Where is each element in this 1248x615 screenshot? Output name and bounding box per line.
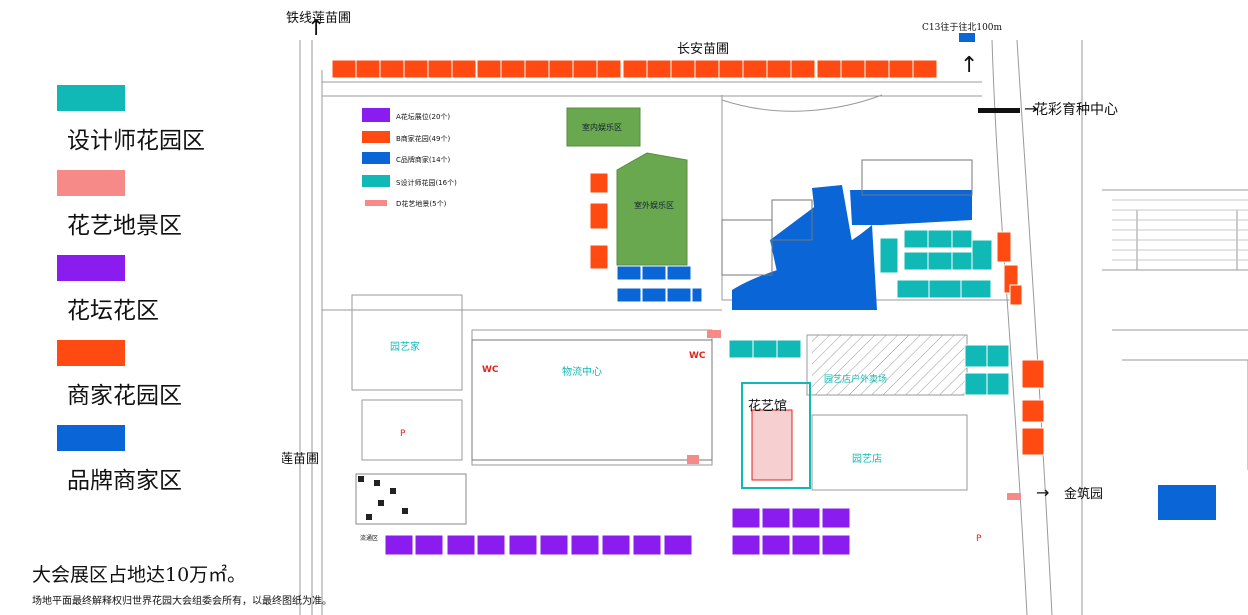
c13-marker — [959, 33, 975, 42]
inner-legend-swatch — [362, 131, 390, 143]
legend: 设计师花园区 花艺地景区 花坛花区 商家花园区 品牌商家区 — [55, 85, 285, 510]
store-outdoor-label: 园艺店户外卖场 — [824, 373, 887, 385]
merchant-booths-right-lower — [1021, 359, 1045, 456]
flower-bed-row-bottom — [384, 534, 693, 556]
parking-label-2: P — [976, 534, 982, 544]
inner-legend: A花坛展位(20个) B商家花园(49个) C品牌商家(14个) S设计师花园(… — [362, 108, 457, 208]
legend-swatch-designer-garden — [57, 85, 125, 111]
inner-legend-swatch — [365, 200, 387, 206]
up-arrow-icon: ↑ — [307, 16, 325, 41]
inner-legend-label: A花坛展位(20个) — [396, 112, 450, 121]
right-arrow-icon: → — [1024, 99, 1037, 118]
flower-bed-block — [731, 507, 851, 556]
legend-swatch-brand-merchant — [57, 425, 125, 451]
outdoor-play-label: 室外娱乐区 — [634, 200, 674, 210]
building-linework — [721, 159, 973, 276]
wc-label-2: WC — [689, 351, 706, 361]
flower-hall-interior — [751, 409, 793, 481]
inner-legend-label: S设计师花园(16个) — [396, 178, 457, 187]
logistics-label: 物流中心 — [562, 365, 602, 378]
right-upper-label: 花彩育种中心 — [1034, 102, 1118, 118]
up-arrow-icon: ↑ — [960, 53, 978, 78]
seating-area — [355, 473, 467, 525]
brand-zone-d — [850, 190, 972, 225]
area-note: 大会展区占地达10万㎡。 — [32, 564, 247, 586]
inner-legend-label: D花艺地景(5个) — [396, 199, 447, 208]
outdoor-play-area — [616, 152, 688, 266]
garden-home-label: 园艺家 — [390, 340, 420, 353]
top-right-label: C13往于往北100m — [922, 21, 1003, 33]
merchant-booths-right-upper — [996, 231, 1023, 306]
inner-legend-swatch — [362, 108, 390, 122]
parking-label-1: P — [400, 429, 406, 439]
brand-zone-c — [732, 225, 877, 310]
logistics-center — [471, 339, 713, 461]
inner-legend-swatch — [362, 175, 390, 187]
legend-item-brand-merchant: 品牌商家区 — [55, 425, 285, 510]
top-center-label: 长安苗圃 — [677, 42, 729, 57]
floral-landscape-marker — [707, 330, 721, 338]
legend-item-designer-garden: 设计师花园区 — [55, 85, 285, 170]
legend-label: 商家花园区 — [67, 383, 182, 409]
legend-item-floral-landscape: 花艺地景区 — [55, 170, 285, 255]
right-arrow-icon: → — [1036, 483, 1049, 502]
merchant-booths-top — [331, 59, 938, 79]
seating-grid — [358, 476, 408, 520]
designer-gardens-middle — [728, 339, 1010, 396]
legend-swatch-floral-landscape — [57, 170, 125, 196]
legend-item-merchant-garden: 商家花园区 — [55, 340, 285, 425]
inner-legend-label: C品牌商家(14个) — [396, 155, 451, 164]
left-lower-label: 铁线莲苗圃 — [282, 452, 319, 467]
site-plan-map: 铁线莲苗圃 ↑ 长安苗圃 C13往于往北100m ↑ A花坛展位(20个) B商… — [282, 0, 1248, 615]
legend-item-flower-bed: 花坛花区 — [55, 255, 285, 340]
legend-swatch-flower-bed — [57, 255, 125, 281]
legend-label: 设计师花园区 — [67, 128, 205, 154]
legend-swatch-merchant-garden — [57, 340, 125, 366]
floral-landscape-marker — [687, 455, 699, 464]
merchant-booths-left — [589, 172, 609, 270]
inner-legend-label: B商家花园(49个) — [396, 134, 450, 143]
brand-booth-southeast — [1158, 485, 1216, 520]
inner-legend-swatch — [362, 152, 390, 164]
legend-label: 花艺地景区 — [67, 213, 182, 239]
indoor-play-area — [566, 107, 641, 147]
disclaimer: 场地平面最终解释权归世界花园大会组委会所有，以最终图纸为准。 — [32, 596, 332, 607]
grid-linework — [1112, 199, 1248, 261]
road-bar — [978, 108, 1020, 113]
floral-landscape-marker — [1007, 493, 1021, 500]
top-left-label: 铁线莲苗圃 — [286, 11, 351, 26]
store-label: 园艺店 — [852, 452, 882, 465]
right-lower-label: 金筑园 — [1064, 486, 1103, 502]
flower-hall-label: 花艺馆 — [748, 398, 787, 414]
row-label: 流通区 — [360, 534, 378, 542]
legend-label: 花坛花区 — [67, 298, 159, 324]
brand-booths-row — [616, 265, 703, 303]
indoor-play-label: 室内娱乐区 — [582, 122, 622, 132]
road-linework — [299, 39, 1248, 615]
outdoor-sales-area — [812, 335, 967, 395]
legend-label: 品牌商家区 — [67, 468, 182, 494]
designer-gardens-upper — [879, 229, 993, 299]
wc-label-1: WC — [482, 365, 499, 375]
flower-hall — [741, 382, 811, 489]
